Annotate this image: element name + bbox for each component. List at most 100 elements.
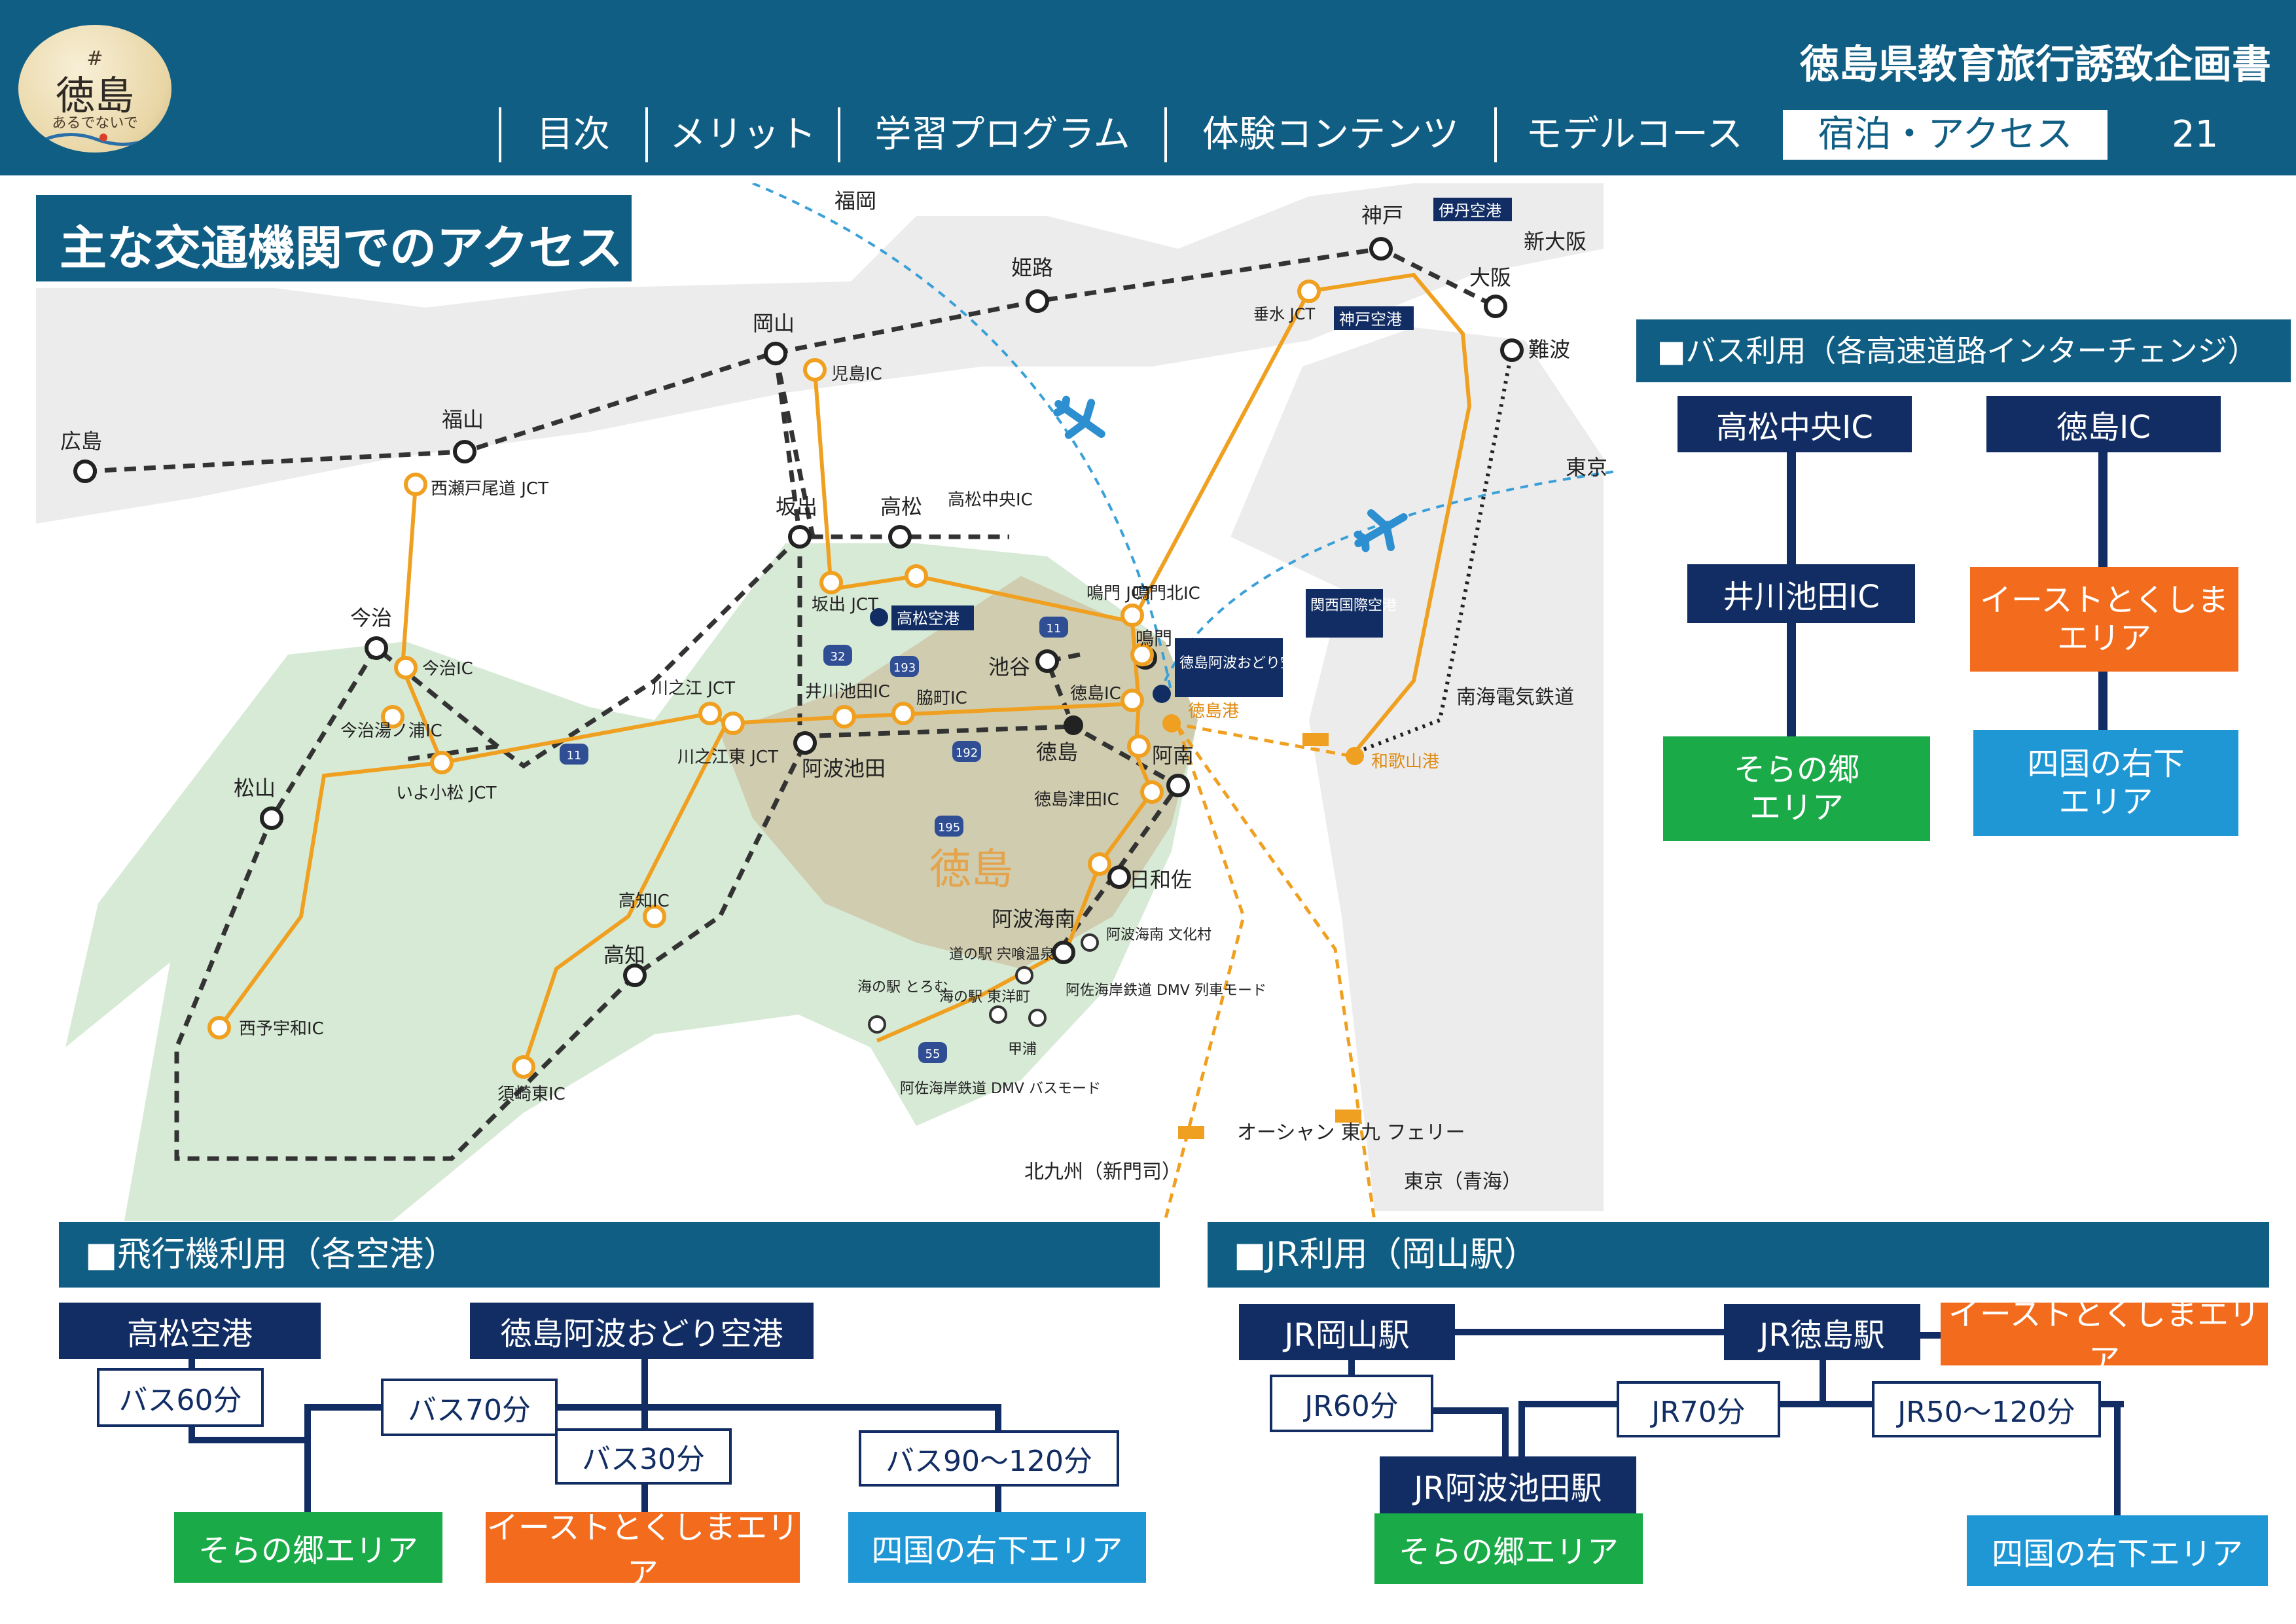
map-label: 今治IC [422, 659, 473, 679]
air-sora-area: そらの郷エリア [174, 1512, 442, 1583]
airplane-icon [1354, 509, 1408, 552]
map-label: 岡山 [753, 311, 795, 336]
map-label: 松山 [234, 776, 276, 801]
map-label: 福山 [442, 407, 484, 432]
airport-label-tokushima: 徳島阿波おどり空港 [1179, 655, 1309, 672]
jr-line [1518, 1401, 1525, 1460]
nav-tab-experience[interactable]: 体験コンテンツ [1202, 113, 1459, 156]
map-label: オーシャン 東九 フェリー [1237, 1121, 1465, 1144]
map-label: 西予宇和IC [239, 1019, 324, 1039]
jr-shikoku-migishita-area: 四国の右下エリア [1967, 1515, 2268, 1586]
airport-label-kobe: 神戸空港 [1339, 310, 1402, 329]
logo-tagline: あるでないで [52, 115, 138, 132]
airport-label-kansai: 関西国際空港 [1310, 598, 1397, 614]
map-label: 和歌山港 [1371, 752, 1439, 772]
map-label: 徳島IC [1070, 684, 1121, 704]
nav-separator [1494, 107, 1497, 162]
document-title: 徳島県教育旅行誘致企画書 [1800, 42, 2271, 88]
ferry-icon [1302, 733, 1329, 746]
logo-wave-icon [45, 133, 149, 146]
map-label: 鳴門 [1136, 628, 1172, 649]
nav-separator [645, 107, 648, 162]
airport-label-takamatsu: 高松空港 [897, 609, 960, 628]
map-label: 坂出 [776, 494, 817, 519]
jr-line [2114, 1401, 2121, 1519]
route-badge: 193 [893, 661, 916, 675]
air-time-bus30: バス30分 [555, 1428, 732, 1485]
map-label: 難波 [1528, 337, 1570, 362]
map-label: 脇町IC [916, 689, 967, 708]
map-label: 南海電気鉄道 [1456, 686, 1574, 709]
map-title-bar: 主な交通機関でのアクセス [36, 195, 632, 281]
map-label: 徳島津田IC [1034, 790, 1119, 810]
tokushima-logo[interactable]: # 徳島 あるでないで [18, 25, 171, 153]
map-label: 西瀬戸尾道 JCT [431, 479, 548, 499]
map-label: 垂水 JCT [1253, 305, 1315, 323]
jr-line [1453, 1329, 1728, 1335]
air-line [641, 1348, 648, 1407]
jr-okayama-station: JR岡山駅 [1239, 1304, 1455, 1360]
access-map: 徳島 [36, 183, 1623, 1221]
map-label: 甲浦 [1008, 1041, 1037, 1058]
route-badge: 11 [567, 749, 582, 763]
air-line [304, 1404, 311, 1515]
bus-takamatsu-chuo-ic: 高松中央IC [1677, 396, 1912, 452]
jr-tokushima-station: JR徳島駅 [1724, 1304, 1920, 1360]
nav-tab-lodging-access[interactable]: 宿泊・アクセス [1783, 110, 2108, 160]
bus-sora-area: そらの郷 エリア [1663, 736, 1930, 841]
jr-east-tokushima-area: イーストとくしまエリア [1941, 1296, 2268, 1379]
map-label: 池谷 [988, 655, 1030, 679]
map-region-label: 徳島 [929, 846, 1013, 894]
nav-separator [1164, 107, 1167, 162]
map-label: 今治 [350, 605, 392, 630]
map-label: 日和佐 [1129, 867, 1192, 892]
map-label: 東京 [1566, 455, 1607, 480]
nav-separator [838, 107, 840, 162]
air-tokushima-airport: 徳島阿波おどり空港 [470, 1303, 814, 1359]
map-label: 井川池田IC [805, 682, 890, 702]
map-label: 川之江 JCT [651, 679, 735, 698]
nav-tab-model-course[interactable]: モデルコース [1525, 113, 1744, 156]
air-time-bus90-120: バス90～120分 [859, 1430, 1119, 1487]
map-label: 高松中央IC [948, 490, 1033, 510]
jr-time-50-120: JR50～120分 [1872, 1381, 2101, 1437]
air-line [304, 1404, 1001, 1411]
map-label: 阿佐海岸鉄道 DMV バスモード [900, 1081, 1101, 1097]
nav-separator [499, 107, 501, 162]
bus-section-heading: ■バス利用（各高速道路インターチェンジ） [1636, 319, 2291, 382]
jr-line [1502, 1407, 1509, 1460]
page-number: 21 [2172, 113, 2219, 156]
map-label: 鳴門 JCT [1086, 584, 1153, 604]
air-takamatsu-airport: 高松空港 [59, 1303, 321, 1359]
jr-time-60: JR60分 [1270, 1375, 1433, 1432]
jr-line [1820, 1355, 1826, 1407]
nav-tab-learning[interactable]: 学習プログラム [874, 113, 1130, 156]
map-label: 広島 [60, 429, 102, 454]
map-label: 鳴門北IC [1132, 584, 1200, 604]
bus-tokushima-ic: 徳島IC [1986, 396, 2221, 452]
map-label: 児島IC [831, 365, 882, 384]
map-label: 東京（青海） [1404, 1170, 1522, 1193]
map-label: 阿佐海岸鉄道 DMV 列車モード [1066, 983, 1266, 999]
map-title: 主な交通機関でのアクセス [60, 221, 623, 276]
jr-awa-ikeda-station: JR阿波池田駅 [1380, 1456, 1636, 1514]
map-label: 高松 [880, 494, 922, 519]
route-badge: 192 [956, 746, 978, 760]
map-label: 高知IC [619, 892, 670, 911]
map-label: 川之江東 JCT [677, 748, 778, 767]
map-label: 徳島 [1036, 740, 1078, 765]
ferry-icon [1335, 1110, 1361, 1123]
nav-tab-toc[interactable]: 目次 [537, 113, 610, 156]
logo-name: 徳島 [56, 73, 134, 119]
map-label: 徳島港 [1188, 702, 1239, 721]
map-label: 姫路 [1011, 255, 1053, 280]
map-label: 阿波海南 [992, 907, 1075, 931]
map-label: 阿波海南 文化村 [1106, 927, 1211, 943]
airport-label-itami: 伊丹空港 [1439, 202, 1501, 220]
map-label: 須崎東IC [497, 1085, 565, 1104]
nav-tab-merit[interactable]: メリット [670, 113, 816, 156]
bus-shikoku-migishita-area: 四国の右下 エリア [1973, 730, 2238, 836]
bus-ikawa-ikeda-ic: 井川池田IC [1687, 564, 1915, 623]
jr-sora-area: そらの郷エリア [1374, 1513, 1643, 1584]
air-time-bus70: バス70分 [381, 1379, 558, 1436]
